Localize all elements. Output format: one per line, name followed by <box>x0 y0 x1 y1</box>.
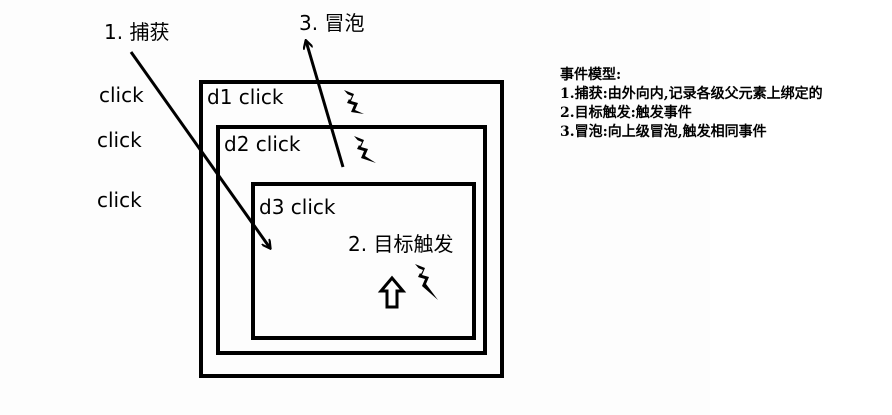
lightning-icon-2 <box>354 136 376 163</box>
box-d3 <box>251 182 476 340</box>
notes-line-2: 2.目标触发:触发事件 <box>560 105 692 121</box>
lightning-icon-1 <box>344 90 364 114</box>
diagram-canvas <box>0 0 710 415</box>
outside-click-3: click <box>97 188 142 212</box>
box-d2 <box>216 125 487 355</box>
lightning-icon-3 <box>415 264 438 300</box>
box-d2-label: d2 click <box>224 132 301 156</box>
box-d3-label: d3 click <box>259 195 336 219</box>
notes-line-3: 3.冒泡:向上级冒泡,触发相同事件 <box>560 124 767 140</box>
event-model-notes: 事件模型: 1.捕获:由外向内,记录各级父元素上绑定的 2.目标触发:触发事件 … <box>560 66 823 142</box>
bubble-arrow <box>306 41 345 168</box>
capture-label: 1. 捕获 <box>104 20 170 44</box>
box-d1 <box>199 80 504 378</box>
bubble-label: 3. 冒泡 <box>299 11 365 35</box>
target-up-arrow-icon <box>377 275 407 309</box>
outside-click-2: click <box>97 128 142 152</box>
box-d1-label: d1 click <box>207 85 284 109</box>
target-label: 2. 目标触发 <box>348 232 454 256</box>
notes-title: 事件模型: <box>560 67 622 83</box>
notes-line-1: 1.捕获:由外向内,记录各级父元素上绑定的 <box>560 86 823 102</box>
outside-click-1: click <box>99 83 144 107</box>
capture-arrow <box>129 51 270 248</box>
